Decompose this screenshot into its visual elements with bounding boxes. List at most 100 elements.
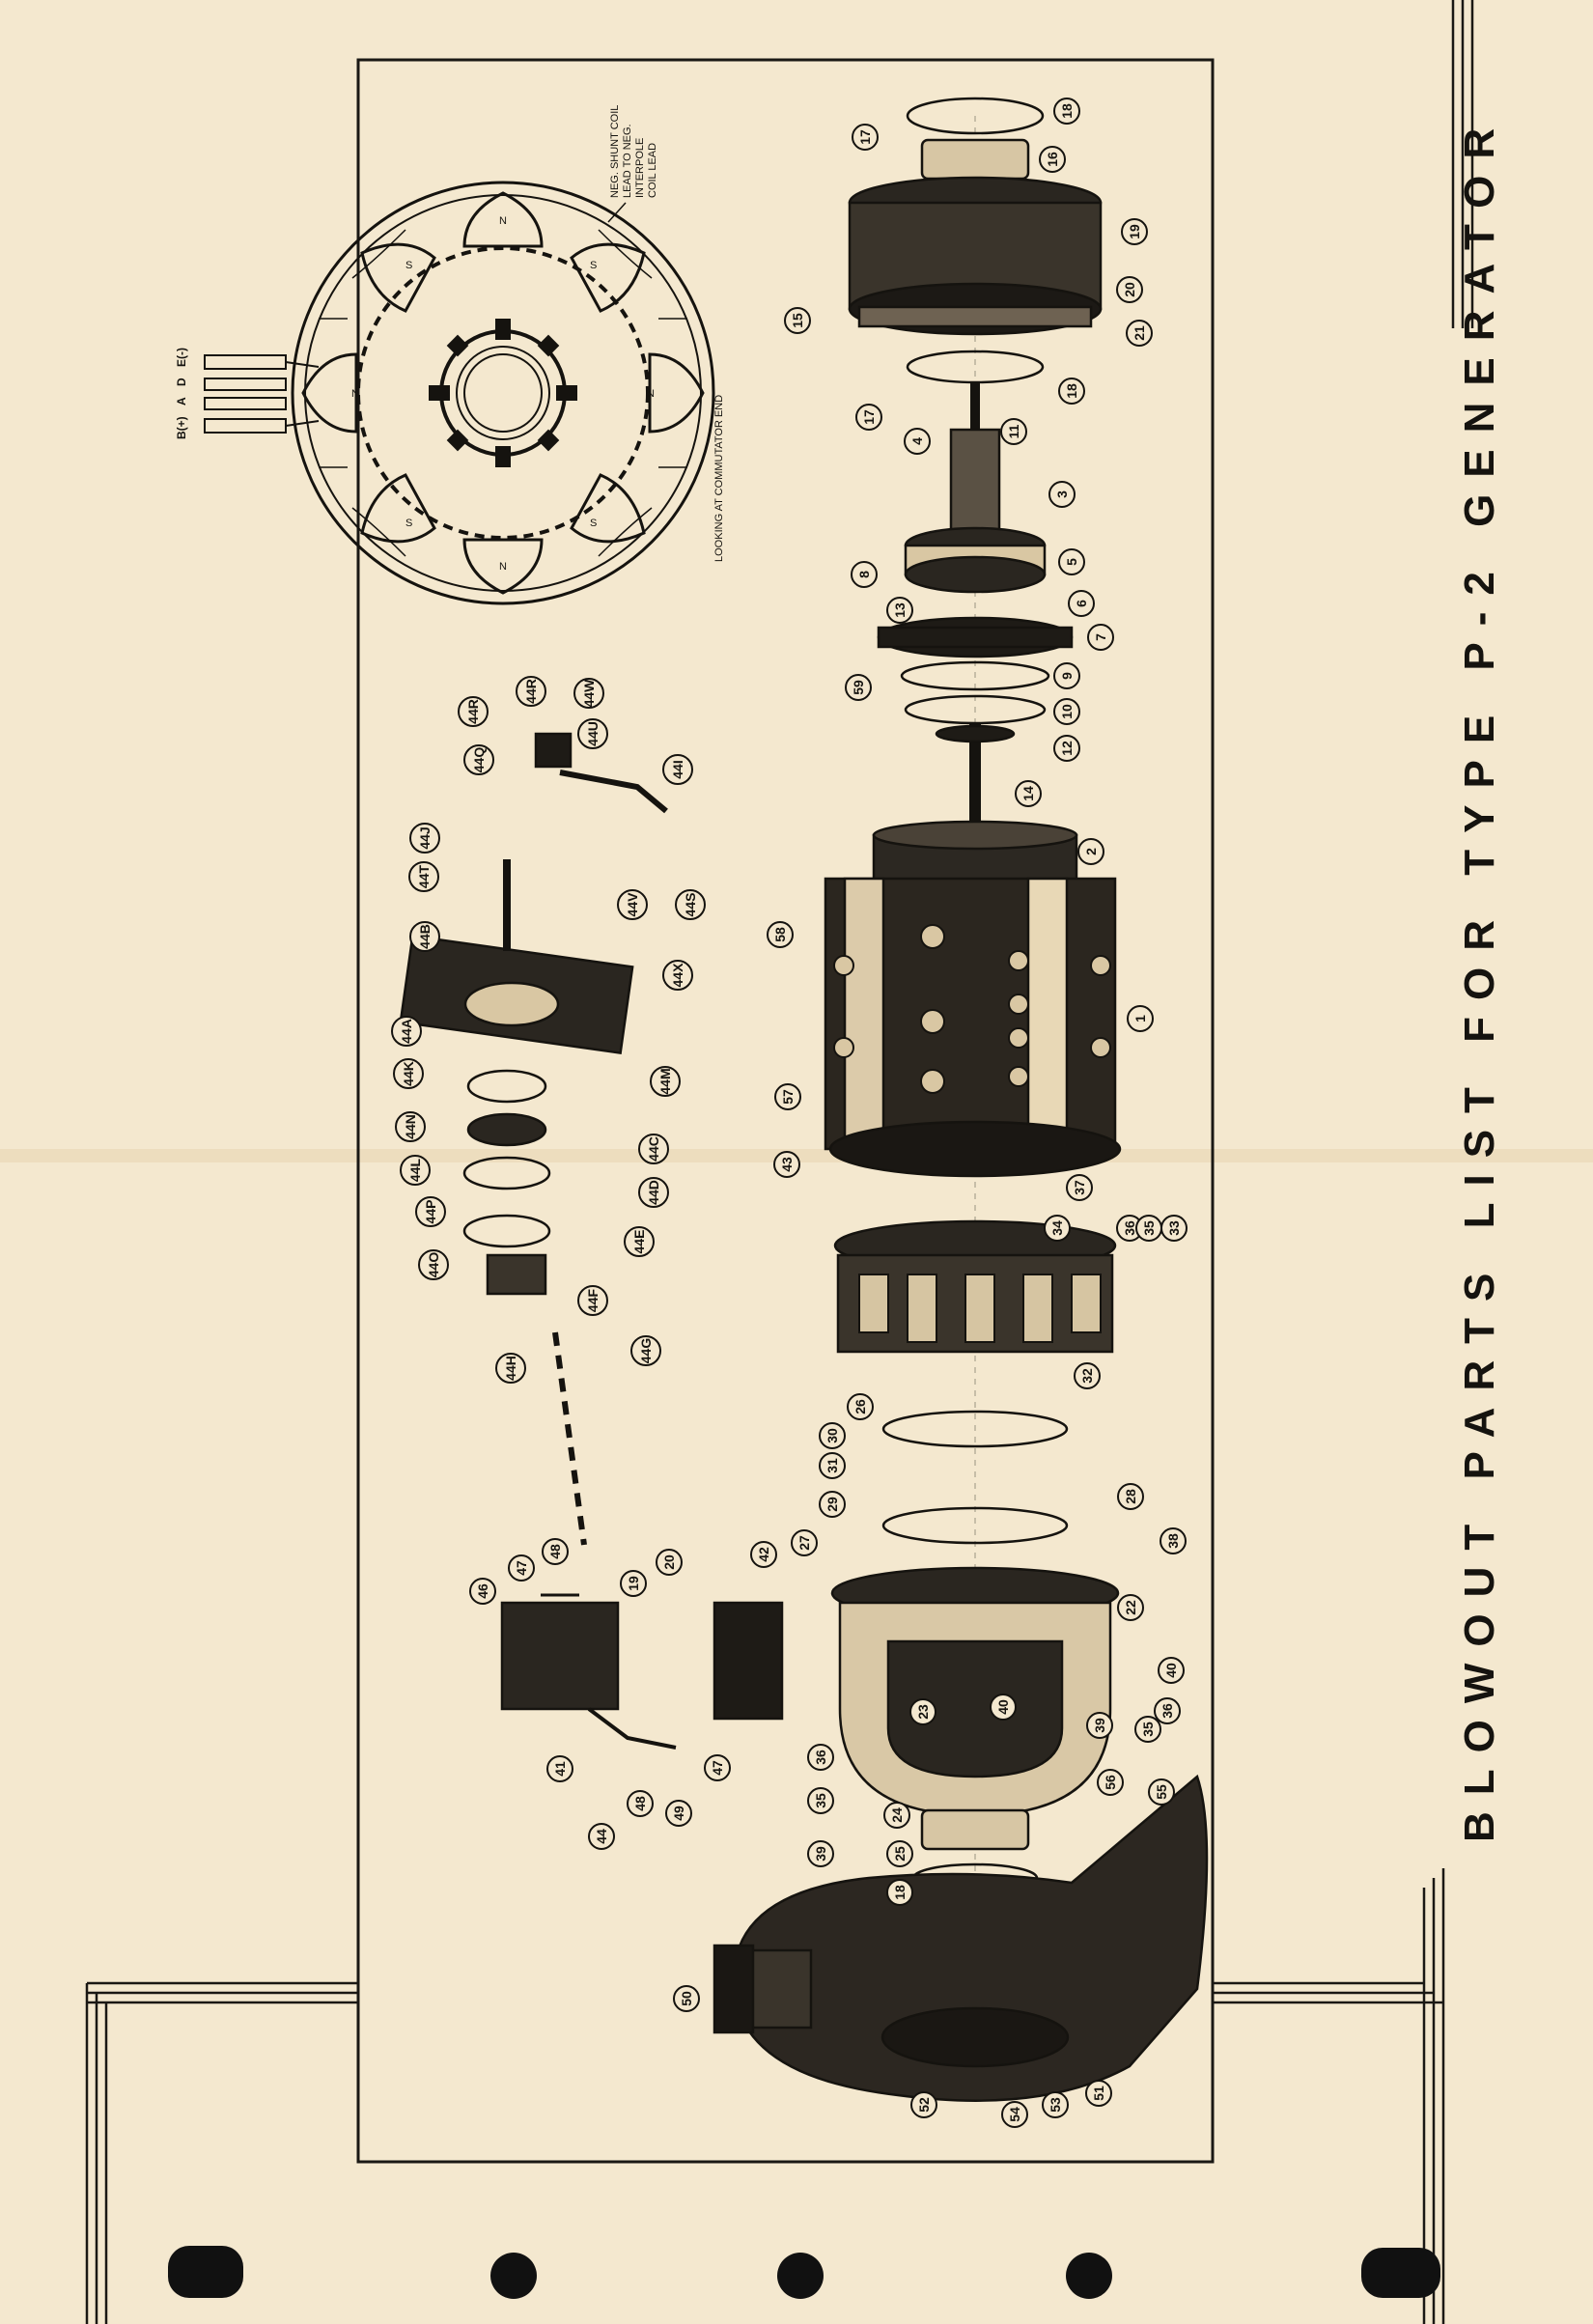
callout-number: 18	[1059, 103, 1075, 119]
callout-number: 4	[909, 437, 925, 445]
callout-circle	[508, 1554, 535, 1582]
callout-circle	[1074, 1362, 1101, 1389]
callout-28: 28	[1117, 1483, 1144, 1510]
pole-label-2: S	[590, 260, 597, 271]
callout-number: 49	[671, 1806, 686, 1821]
callout-number: 19	[1127, 224, 1142, 239]
callout-number: 44T	[416, 864, 432, 888]
callout-circle	[1117, 1483, 1144, 1510]
callout-number: 36	[1122, 1220, 1137, 1236]
callout-number: 39	[1092, 1718, 1107, 1733]
callout-number: 44Q	[471, 747, 487, 773]
callout-number: 32	[1079, 1368, 1095, 1384]
callout-59: 59	[845, 674, 872, 701]
callout-number: 44A	[399, 1019, 414, 1044]
callout-circle	[1121, 218, 1148, 245]
callout-44C: 44C	[638, 1134, 669, 1164]
callout-number: 44R	[523, 679, 539, 704]
callout-circle	[819, 1452, 846, 1479]
callout-57: 57	[774, 1083, 801, 1110]
callout-circle	[1126, 320, 1153, 347]
callout-36: 36	[1154, 1697, 1181, 1724]
callout-circle	[393, 1058, 424, 1089]
callout-42: 42	[750, 1541, 777, 1568]
callout-circle	[1042, 2091, 1069, 2118]
callout-44V: 44V	[617, 889, 648, 920]
callout-number: 17	[857, 129, 873, 145]
callout-circle	[1044, 1215, 1071, 1242]
terminal-label-b: B(+)	[175, 416, 188, 439]
binder-hole-1	[168, 2246, 243, 2298]
callout-24: 24	[883, 1802, 910, 1829]
callout-8: 8	[851, 561, 878, 588]
callout-number: 52	[916, 2097, 932, 2113]
callout-circle	[662, 960, 693, 991]
callout-circle	[665, 1800, 692, 1827]
callout-circle	[886, 1879, 913, 1906]
binder-hole-3	[777, 2253, 824, 2299]
callout-circle	[463, 744, 494, 775]
callout-41: 41	[546, 1755, 573, 1782]
callout-number: 44O	[426, 1252, 441, 1278]
callout-44M: 44M	[650, 1066, 681, 1097]
callout-circle	[577, 1285, 608, 1316]
callout-circle	[391, 1016, 422, 1047]
callout-number: 44M	[657, 1068, 673, 1094]
note-line-3: INTERPOLE	[634, 138, 646, 198]
callout-56: 56	[1097, 1769, 1124, 1796]
callout-circle	[627, 1790, 654, 1817]
callout-32: 32	[1074, 1362, 1101, 1389]
callout-number: 34	[1049, 1220, 1065, 1236]
callout-44K: 44K	[393, 1058, 424, 1089]
callout-30: 30	[819, 1422, 846, 1449]
callout-39: 39	[807, 1840, 834, 1867]
callout-circle	[1117, 1594, 1144, 1621]
callout-47: 47	[508, 1554, 535, 1582]
field-terminal-assembly	[500, 1593, 784, 1750]
callout-number: 50	[679, 1991, 694, 2006]
callout-20: 20	[656, 1549, 683, 1576]
decorative-rules-right	[1213, 0, 1474, 2324]
callout-14: 14	[1015, 780, 1042, 807]
callout-number: 18	[892, 1885, 908, 1900]
callout-25: 25	[886, 1840, 913, 1867]
callout-18: 18	[1058, 378, 1085, 405]
callout-number: 48	[632, 1796, 648, 1811]
callout-number: 13	[892, 602, 908, 618]
callout-54: 54	[1001, 2101, 1028, 2128]
callout-circle	[851, 561, 878, 588]
callout-55: 55	[1148, 1778, 1175, 1806]
callout-number: 47	[514, 1560, 529, 1576]
callout-number: 14	[1020, 786, 1036, 801]
callout-circle	[408, 861, 439, 892]
callout-44A: 44A	[391, 1016, 422, 1047]
spline-3	[949, 428, 1001, 538]
wiring-pole-labels: N S N S N S N S	[351, 215, 655, 573]
callout-number: 15	[790, 313, 805, 328]
callout-circle	[588, 1823, 615, 1850]
callout-number: 58	[772, 927, 788, 942]
callout-23: 23	[909, 1698, 936, 1725]
callout-number: 22	[1123, 1600, 1138, 1615]
callout-circle	[910, 2091, 937, 2118]
callout-circle	[673, 1985, 700, 2012]
callout-44Q: 44Q	[463, 744, 494, 775]
callout-circle	[1048, 481, 1076, 508]
callout-circle	[852, 124, 879, 151]
callout-number: 44B	[417, 924, 433, 949]
terminal-labels: B(+) A D E(-)	[175, 348, 188, 439]
document-title: BLOWOUT PARTS LIST FOR TYPE P-2 GENERATO…	[1456, 111, 1503, 1842]
callout-circle	[904, 428, 931, 455]
callout-5: 5	[1058, 548, 1085, 575]
callout-16: 16	[1039, 146, 1066, 173]
callout-circle	[617, 889, 648, 920]
callout-circle	[469, 1578, 496, 1605]
callout-9: 9	[1053, 662, 1080, 689]
callout-number: 44	[594, 1829, 609, 1844]
callout-15: 15	[784, 307, 811, 334]
callout-17: 17	[855, 404, 882, 431]
callout-circle	[516, 676, 546, 707]
callout-number: 31	[824, 1458, 840, 1473]
callout-number: 1	[1132, 1015, 1148, 1022]
